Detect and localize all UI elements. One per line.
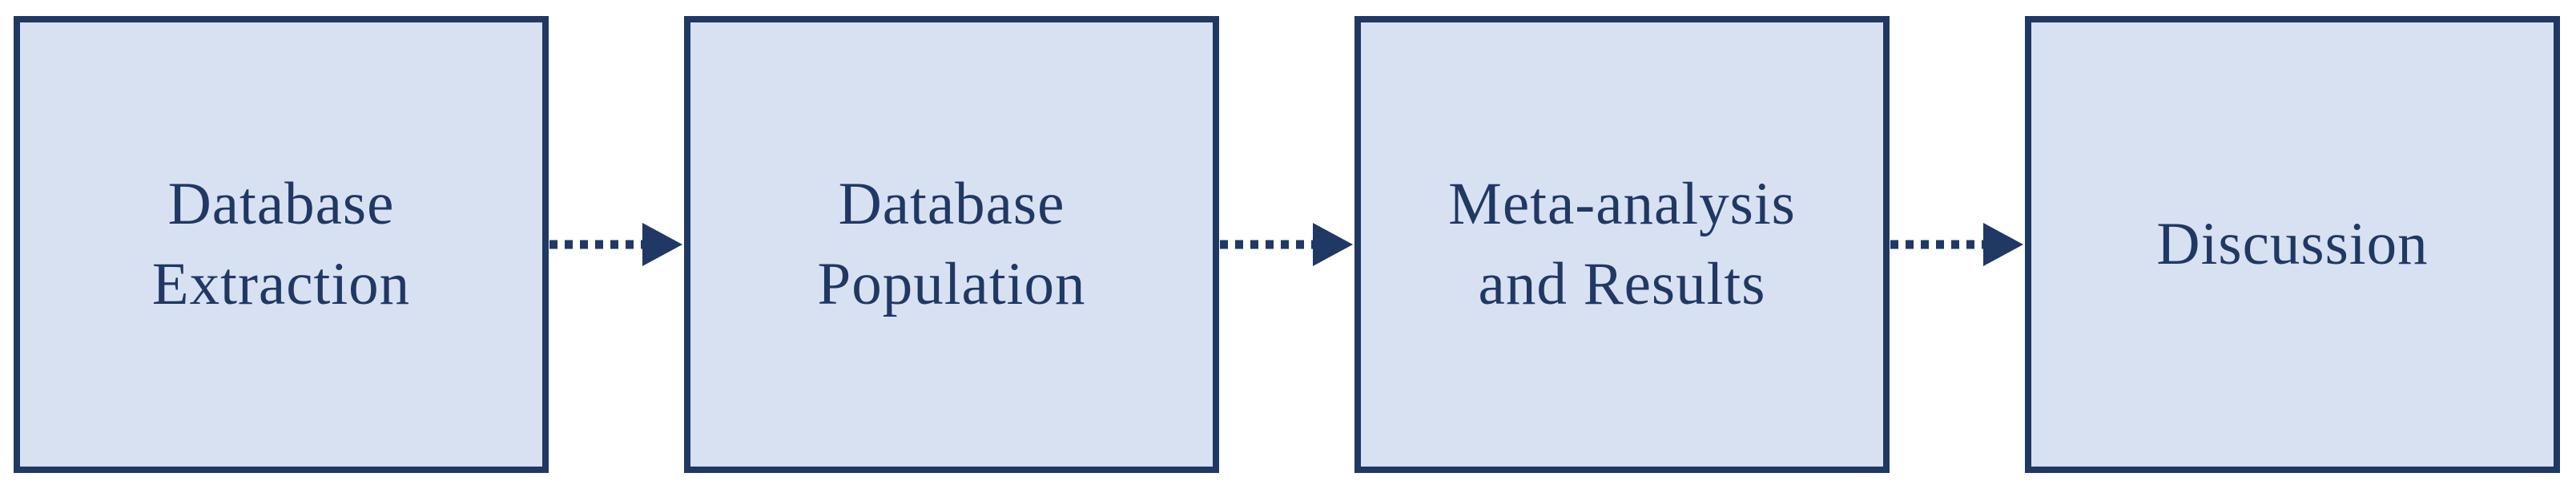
step-label-line: Extraction [151,251,411,317]
step-box-database-extraction: Database Extraction [14,16,549,473]
step-label-database-population: Database Population [817,164,1085,325]
step-label-meta-analysis-and-results: Meta-analysis and Results [1448,164,1796,325]
dotted-arrow-right-icon [1219,223,1353,266]
step-box-discussion: Discussion [2025,16,2560,473]
step-box-database-population: Database Population [684,16,1219,473]
connector-1 [549,16,684,473]
dotted-arrow-right-icon [1890,223,2023,266]
connector-3 [1890,16,2025,473]
step-label-line: and Results [1478,251,1766,317]
step-label-line: Discussion [2156,211,2429,277]
step-label-line: Population [817,251,1086,317]
step-label-line: Database [838,171,1065,237]
step-box-meta-analysis-and-results: Meta-analysis and Results [1354,16,1890,473]
step-label-line: Database [167,171,395,237]
connector-2 [1219,16,1354,473]
step-label-discussion: Discussion [2156,204,2428,285]
step-label-database-extraction: Database Extraction [152,164,410,325]
step-label-line: Meta-analysis [1448,171,1796,237]
dotted-arrow-right-icon [549,223,682,266]
